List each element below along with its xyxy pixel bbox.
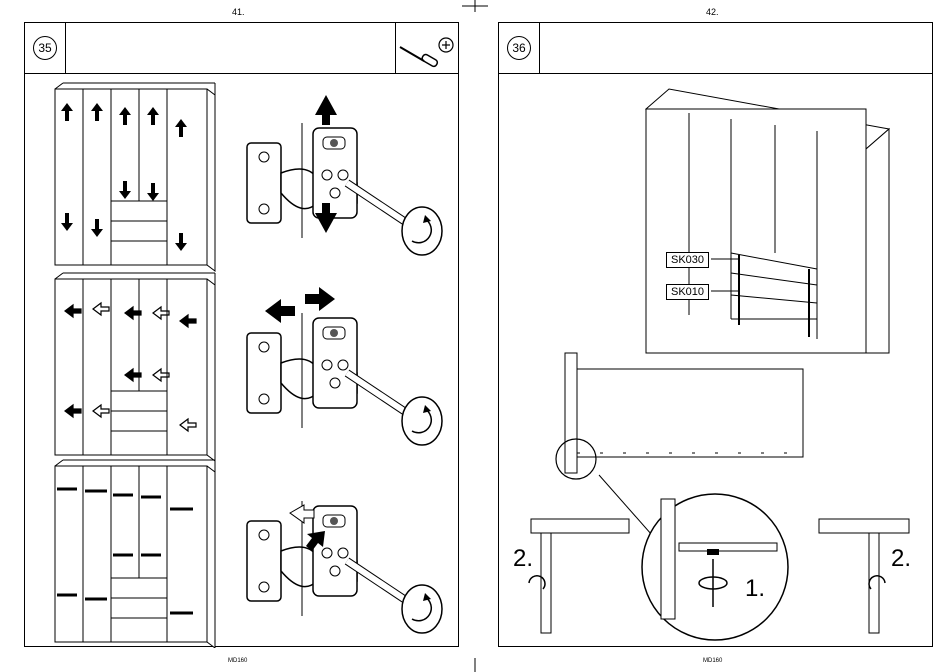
instruction-page-right: 36 (498, 22, 933, 647)
step-label-2-right: 2. (891, 545, 911, 573)
part-label-sk030: SK030 (666, 252, 709, 268)
hinge-icon (247, 123, 442, 255)
hinge-icon (247, 501, 442, 633)
part-label-sk010: SK010 (666, 284, 709, 300)
footer-code-left: MD160 (228, 658, 247, 664)
step-35-illustrations (25, 23, 460, 648)
hinge-icon (247, 313, 442, 445)
door-detail-left (529, 519, 629, 633)
instruction-page-left: 35 (24, 22, 459, 647)
rotate-icon (290, 505, 314, 523)
door-detail-right (819, 519, 909, 633)
step-36-illustrations (499, 23, 934, 648)
step-label-2-left: 2. (513, 545, 533, 573)
arrow-up-icon (315, 95, 337, 125)
footer-code-right: MD160 (703, 658, 722, 664)
drawer-section (565, 353, 803, 473)
page-number-left: 41. (232, 7, 245, 17)
step-label-1: 1. (745, 575, 765, 603)
wardrobe-front (646, 89, 889, 353)
page-number-right: 42. (706, 7, 719, 17)
